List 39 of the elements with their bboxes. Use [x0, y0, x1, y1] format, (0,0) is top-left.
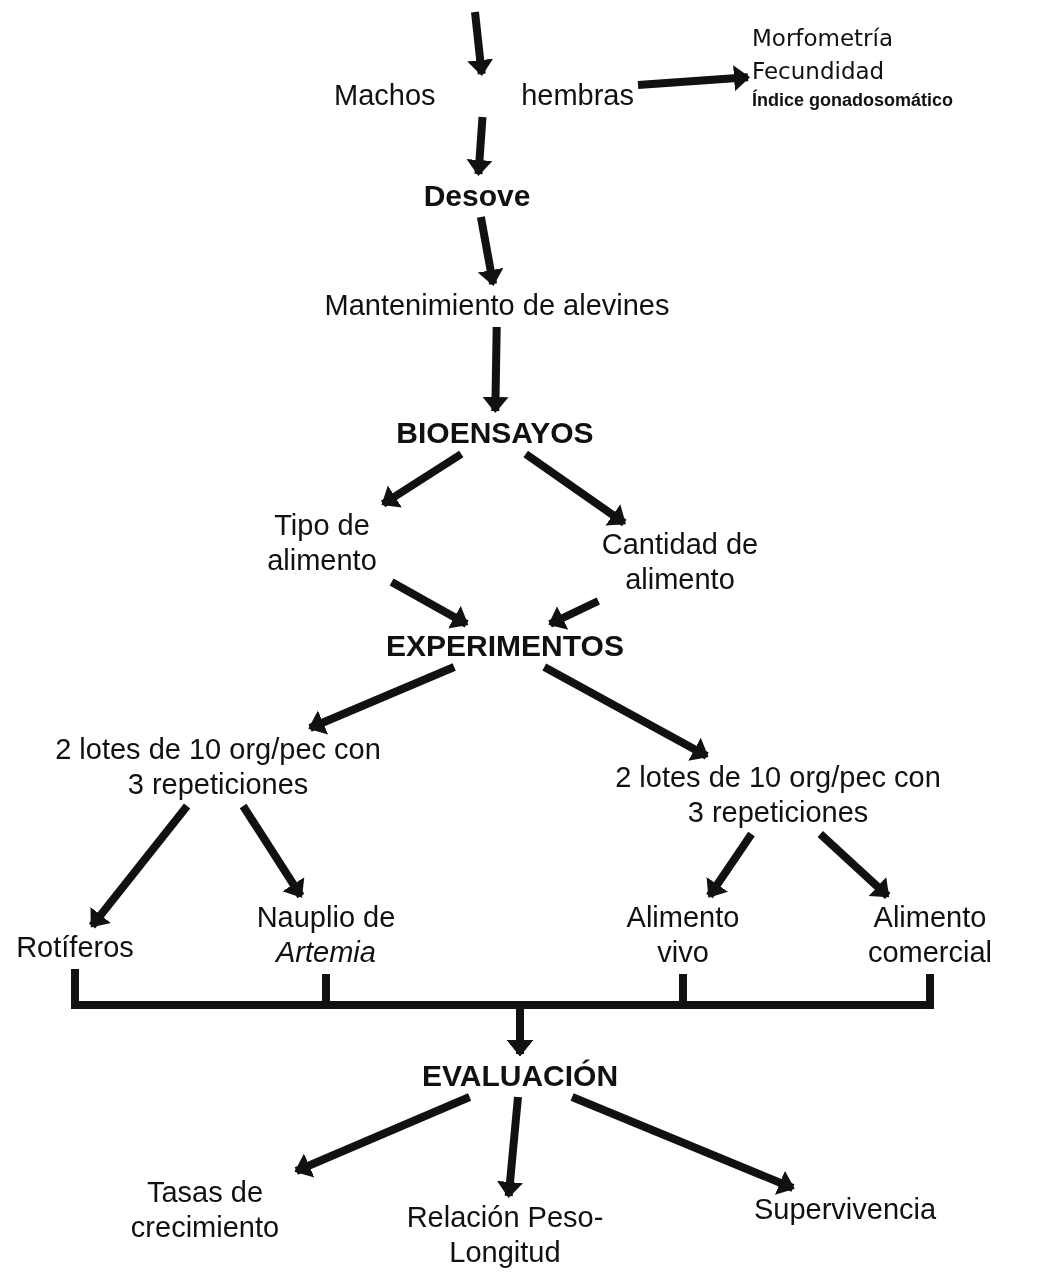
block-arrow: [548, 597, 601, 630]
block-arrow: [308, 663, 456, 735]
step-label: Alimento vivo: [625, 900, 741, 970]
block-arrow: [637, 65, 750, 92]
step-label: Fecundidad: [752, 57, 886, 86]
step-label: Supervivencia: [752, 1192, 938, 1227]
step-label: Relación Peso-Longitud: [405, 1200, 605, 1270]
block-arrow: [467, 11, 494, 76]
stage-heading: EXPERIMENTOS: [385, 628, 625, 663]
step-label: Mantenimiento de alevines: [323, 288, 671, 323]
block-arrow: [482, 326, 509, 413]
block-arrow: [497, 1096, 523, 1198]
step-label: 2 lotes de 10 org/pec con 3 repeticiones: [54, 732, 382, 802]
block-arrow: [476, 216, 504, 286]
step-label: hembras: [521, 78, 634, 113]
stage-heading: EVALUACIÓN: [420, 1058, 620, 1093]
block-arrow: [389, 578, 469, 629]
step-label: Machos: [334, 78, 436, 113]
block-arrow: [294, 1093, 472, 1178]
step-label: Nauplio de Artemia: [255, 900, 397, 970]
block-arrow: [466, 116, 493, 176]
step-label: Alimento comercial: [866, 900, 994, 970]
step-label: 2 lotes de 10 org/pec con 3 repeticiones: [614, 760, 942, 830]
block-arrow: [542, 663, 709, 761]
step-label: Índice gonadosomático: [752, 88, 955, 112]
step-label: Tasas de crecimiento: [129, 1175, 281, 1245]
block-arrow: [523, 450, 627, 527]
block-arrow: [570, 1093, 795, 1195]
block-arrow: [380, 450, 464, 508]
stage-heading: Desove: [422, 178, 532, 213]
block-arrow: [88, 803, 191, 929]
step-label: Rotíferos: [15, 930, 135, 965]
step-label: Tipo de alimento: [266, 508, 378, 578]
step-label: Cantidad de alimento: [600, 527, 760, 597]
stage-heading: BIOENSAYOS: [395, 415, 595, 450]
step-label: Morfometría: [752, 24, 895, 53]
block-arrow: [239, 803, 305, 899]
block-arrow: [817, 831, 891, 899]
block-arrow: [706, 831, 755, 899]
